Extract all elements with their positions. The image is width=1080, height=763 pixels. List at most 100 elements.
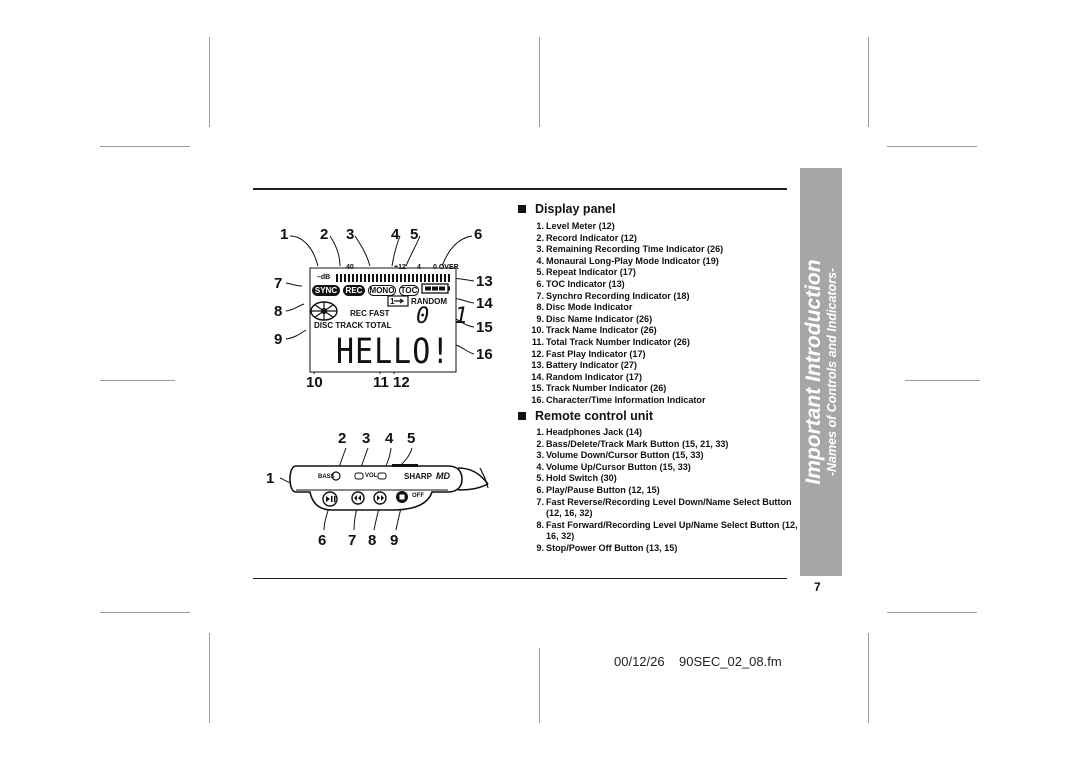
display-panel-item: 1.Level Meter (12) xyxy=(526,221,808,233)
item-number: 6. xyxy=(536,278,544,289)
item-text: Total Track Number Indicator (26) xyxy=(546,336,690,347)
item-text: Fast Reverse/Recording Level Down/Name S… xyxy=(546,496,792,519)
remote-control-item: 5.Hold Switch (30) xyxy=(526,473,808,485)
vol-label: VOL xyxy=(365,473,378,479)
item-number: 13. xyxy=(531,360,544,371)
display-panel-illustration: 1 2 3 4 5 6 7 8 9 13 14 15 16 10 11 12 xyxy=(270,222,510,400)
callout-13: 13 xyxy=(476,273,493,290)
remote-callout-6: 6 xyxy=(318,532,327,549)
rec-fast-indicator: REC FAST xyxy=(350,309,390,318)
remote-callout-7: 7 xyxy=(348,532,357,549)
toc-indicator: TOC xyxy=(399,285,419,296)
crop-mark xyxy=(209,633,210,723)
remote-control-item: 3.Volume Down/Cursor Button (15, 33) xyxy=(526,450,808,462)
remote-callout-1: 1 xyxy=(266,470,275,487)
display-panel-item: 11.Total Track Number Indicator (26) xyxy=(526,337,808,349)
display-panel-item: 7.Synchro Recording Indicator (18) xyxy=(526,291,808,303)
callout-4: 4 xyxy=(391,226,400,243)
item-number: 5. xyxy=(536,267,544,278)
item-text: TOC Indicator (13) xyxy=(546,278,625,289)
square-bullet-icon xyxy=(518,412,526,420)
callout-2: 2 xyxy=(320,226,329,243)
remote-callout-8: 8 xyxy=(368,532,377,549)
item-text: Track Name Indicator (26) xyxy=(546,325,657,336)
repeat-indicator: 1 xyxy=(390,297,395,306)
item-text: Repeat Indicator (17) xyxy=(546,267,636,278)
track-number-display: 0 1 xyxy=(416,304,474,329)
remote-control-heading: Remote control unit xyxy=(517,409,653,423)
rec-indicator: REC xyxy=(343,285,365,296)
item-text: Character/Time Information Indicator xyxy=(546,394,706,405)
remote-control-item: 4.Volume Up/Cursor Button (15, 33) xyxy=(526,462,808,474)
item-number: 4. xyxy=(536,255,544,266)
display-panel-item: 2.Record Indicator (12) xyxy=(526,233,808,245)
remote-control-illustration: 2 3 4 5 1 6 7 8 9 xyxy=(262,428,502,558)
display-panel-item: 9.Disc Name Indicator (26) xyxy=(526,314,808,326)
item-text: Disc Mode Indicator xyxy=(546,302,633,313)
side-tab-text: Important Introduction -Names of Control… xyxy=(802,259,839,485)
bass-label: BASS xyxy=(318,474,335,480)
item-text: Play/Pause Button (12, 15) xyxy=(546,484,660,495)
display-panel-item: 14.Random Indicator (17) xyxy=(526,372,808,384)
display-panel-list: 1.Level Meter (12)2.Record Indicator (12… xyxy=(526,221,808,407)
item-number: 9. xyxy=(536,542,544,553)
item-number: 7. xyxy=(536,496,544,507)
display-panel-title: Display panel xyxy=(535,202,616,216)
sync-indicator: SYNC xyxy=(312,285,340,296)
brand-label: SHARP xyxy=(404,472,433,481)
remote-callout-9: 9 xyxy=(390,532,399,549)
crop-mark xyxy=(100,612,190,613)
item-number: 2. xyxy=(536,438,544,449)
crop-mark xyxy=(868,633,869,723)
item-number: 7. xyxy=(536,290,544,301)
bottom-rule xyxy=(253,578,787,579)
callout-16: 16 xyxy=(476,346,493,363)
display-panel-item: 16.Character/Time Information Indicator xyxy=(526,395,808,407)
remote-callout-5: 5 xyxy=(407,430,416,447)
display-panel-heading: Display panel xyxy=(517,202,616,216)
remote-control-item: 1.Headphones Jack (14) xyxy=(526,427,808,439)
meter-top-label: 40 xyxy=(346,264,354,271)
item-text: Headphones Jack (14) xyxy=(546,427,643,437)
footer-file-stamp: 00/12/26 90SEC_02_08.fm xyxy=(614,654,782,669)
meter-four-label: 4 xyxy=(417,264,421,271)
item-number: 16. xyxy=(531,394,544,405)
remote-callout-4: 4 xyxy=(385,430,394,447)
crop-mark xyxy=(868,37,869,127)
item-number: 6. xyxy=(536,484,544,495)
item-text: Volume Up/Cursor Button (15, 33) xyxy=(546,461,691,472)
item-text: Disc Name Indicator (26) xyxy=(546,313,653,324)
item-text: Hold Switch (30) xyxy=(546,473,617,484)
item-text: Fast Forward/Recording Level Up/Name Sel… xyxy=(546,519,798,542)
side-tab-title: Important Introduction xyxy=(802,259,825,485)
item-number: 3. xyxy=(536,450,544,461)
display-panel-item: 12.Fast Play Indicator (17) xyxy=(526,349,808,361)
item-number: 1. xyxy=(536,221,544,231)
remote-control-item: 6.Play/Pause Button (12, 15) xyxy=(526,485,808,497)
crop-mark xyxy=(887,146,977,147)
item-text: Level Meter (12) xyxy=(546,221,615,231)
callout-5: 5 xyxy=(410,226,419,243)
callout-1: 1 xyxy=(280,226,289,243)
square-bullet-icon xyxy=(518,205,526,213)
callout-3: 3 xyxy=(346,226,355,243)
remote-control-item: 7.Fast Reverse/Recording Level Down/Name… xyxy=(526,497,808,520)
meter-over-label: 0 OVER xyxy=(433,264,459,271)
page-number: 7 xyxy=(814,580,821,594)
crop-mark xyxy=(905,380,980,381)
item-number: 4. xyxy=(536,461,544,472)
item-number: 8. xyxy=(536,519,544,530)
item-number: 9. xyxy=(536,313,544,324)
item-text: Remaining Recording Time Indicator (26) xyxy=(546,244,724,255)
md-logo: MD xyxy=(436,471,450,481)
remote-control-item: 9.Stop/Power Off Button (13, 15) xyxy=(526,543,808,555)
callout-9: 9 xyxy=(274,331,283,348)
crop-mark xyxy=(539,648,540,723)
remote-control-item: 8.Fast Forward/Recording Level Up/Name S… xyxy=(526,520,808,543)
display-panel-item: 5.Repeat Indicator (17) xyxy=(526,267,808,279)
callout-6: 6 xyxy=(474,226,483,243)
mono-indicator: MONO xyxy=(368,285,396,296)
callout-15: 15 xyxy=(476,319,493,336)
callout-10: 10 xyxy=(306,374,323,391)
display-panel-item: 10.Track Name Indicator (26) xyxy=(526,325,808,337)
